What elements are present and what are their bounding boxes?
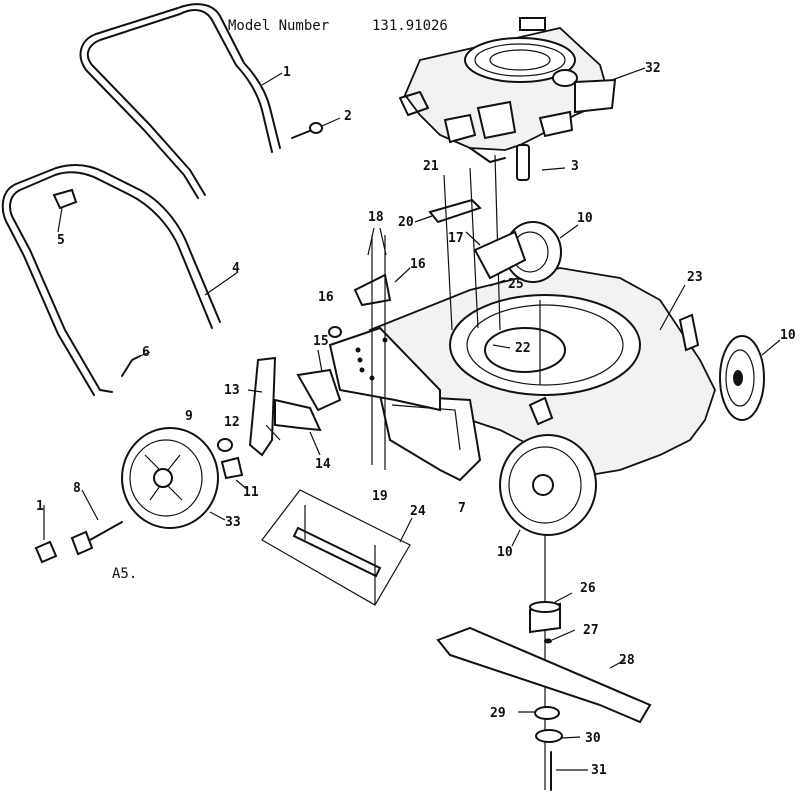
part-bolt-2 (291, 117, 341, 139)
part-wheel-front (499, 396, 597, 547)
callout-10-front: 10 (497, 545, 513, 560)
part-axle-bolt (34, 489, 123, 564)
callout-12: 12 (224, 415, 240, 430)
callout-9: 9 (185, 409, 193, 424)
callout-16-top: 16 (318, 290, 334, 305)
callout-7: 7 (458, 501, 466, 516)
part-pin-6 (121, 351, 151, 377)
part-clip-5 (52, 188, 78, 233)
part-engine (399, 17, 646, 181)
part-wheel-rear-right (678, 313, 781, 421)
callout-10-right: 10 (780, 328, 796, 343)
callout-28: 27 (583, 623, 599, 638)
callout-18: 17 (448, 231, 464, 246)
callout-labels: 1 2 3 4 5 6 7 8 9 10 10 10 11 12 13 14 1… (36, 61, 796, 778)
part-upper-handle (79, 3, 283, 199)
callout-1-upper-handle: 1 (283, 65, 291, 80)
callout-3: 3 (571, 159, 579, 174)
callout-20: 19 (372, 489, 388, 504)
callout-21: 20 (398, 215, 414, 230)
callout-5: 5 (57, 233, 65, 248)
callout-8: 8 (73, 481, 81, 496)
part-wheel-left (121, 427, 226, 529)
callout-16-wheel: 33 (225, 515, 241, 530)
callout-6: 6 (142, 345, 150, 360)
part-blade-adapter-kit (261, 489, 413, 606)
callout-30: 29 (490, 706, 506, 721)
callout-32: 31 (591, 763, 607, 778)
footer-code: A5. (112, 566, 137, 582)
callout-4: 4 (232, 261, 240, 276)
callout-2: 2 (344, 109, 352, 124)
callout-29: 28 (619, 653, 635, 668)
callout-13: 13 (224, 383, 240, 398)
callout-15: 15 (313, 334, 329, 349)
part-lower-handle (1, 163, 239, 396)
model-number: 131.91026 (372, 18, 448, 34)
callout-31: 30 (585, 731, 601, 746)
callout-27: 26 (580, 581, 596, 596)
callout-10-top: 10 (577, 211, 593, 226)
callout-22: 21 (423, 159, 439, 174)
callout-14: 14 (315, 457, 331, 472)
callout-26: 25 (508, 277, 524, 292)
model-label: Model Number (228, 18, 329, 34)
part-blade-stack (436, 535, 652, 791)
callout-24: 23 (687, 270, 703, 285)
callout-33: 32 (645, 61, 661, 76)
part-engine-plate (414, 154, 527, 331)
callout-25: 24 (410, 504, 426, 519)
callout-11: 11 (243, 485, 259, 500)
part-deck (368, 267, 716, 482)
callout-1-axle: 1 (36, 499, 44, 514)
callout-23: 22 (515, 341, 531, 356)
callout-19: 18 (368, 210, 384, 225)
part-height-adjuster (217, 349, 342, 491)
part-bracket-plate (328, 227, 441, 470)
callout-17: 16 (410, 257, 426, 272)
